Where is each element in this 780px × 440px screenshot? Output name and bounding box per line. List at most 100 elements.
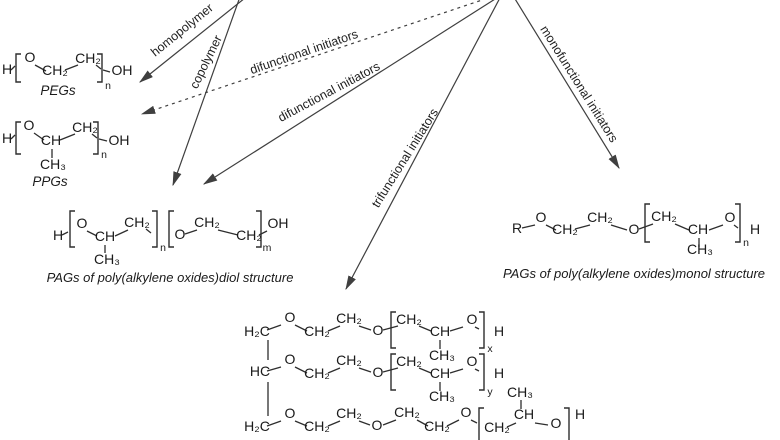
subscript-label: y bbox=[487, 386, 493, 398]
bracket bbox=[93, 121, 99, 155]
bond bbox=[418, 325, 432, 332]
atom-label: CH₃ bbox=[429, 347, 455, 363]
atom-label: O bbox=[372, 417, 383, 433]
atom-label: CH₂ bbox=[42, 62, 68, 78]
atom-label: O bbox=[536, 209, 547, 225]
bracket bbox=[15, 53, 21, 83]
bond bbox=[145, 228, 152, 234]
bond bbox=[638, 223, 654, 230]
atom-label: CH₂ bbox=[336, 310, 362, 326]
arrow-monofunctional bbox=[514, 0, 620, 170]
bracket bbox=[390, 311, 396, 349]
bond bbox=[708, 224, 724, 231]
arrow-trifunctional bbox=[345, 0, 500, 291]
bracket bbox=[256, 210, 262, 248]
bond bbox=[733, 224, 739, 229]
atom-label: CH₃ bbox=[40, 156, 66, 172]
bond bbox=[416, 419, 429, 427]
atom-label: CH₂ bbox=[124, 214, 150, 230]
bond bbox=[574, 224, 591, 230]
bracket bbox=[735, 203, 741, 243]
atom-label: CH₂ bbox=[72, 119, 98, 135]
bond bbox=[474, 368, 480, 372]
atom-label: CH₂ bbox=[587, 209, 613, 225]
atom-label: O bbox=[25, 49, 36, 65]
atom-label: CH₂ bbox=[552, 221, 578, 237]
atom-label: H bbox=[494, 365, 504, 381]
bracket bbox=[478, 407, 484, 440]
bond bbox=[10, 65, 16, 71]
atom-label: O bbox=[373, 322, 384, 338]
atom-label: HC bbox=[250, 363, 270, 379]
atom-label: H bbox=[575, 406, 585, 422]
bracket bbox=[97, 53, 103, 83]
atom-label: CH₂ bbox=[394, 404, 420, 420]
atom-label: CH₂ bbox=[75, 50, 101, 66]
pags-diol-structure: H O CH CH₃ CH₂ n O CH₂ CH₂ m OH bbox=[53, 210, 289, 267]
bond bbox=[470, 419, 478, 424]
atom-label: O bbox=[467, 353, 478, 369]
label-trifunctional: trifunctional initiators bbox=[368, 105, 442, 211]
bond bbox=[34, 64, 47, 72]
caption-diol: PAGs of poly(alkylene oxides)diol struct… bbox=[46, 270, 294, 285]
bond bbox=[184, 229, 198, 235]
atom-label: CH₂ bbox=[336, 405, 362, 421]
ppgs-structure: H O CH CH₃ CH₂ n OH PPGs bbox=[2, 117, 130, 189]
bond bbox=[449, 368, 464, 374]
bond bbox=[382, 325, 399, 331]
subscript-label: x bbox=[487, 343, 493, 355]
bracket bbox=[644, 203, 650, 243]
bond bbox=[358, 325, 372, 331]
atom-label: O bbox=[629, 221, 640, 237]
atom-label: O bbox=[467, 311, 478, 327]
atom-label: CH₃ bbox=[94, 251, 120, 267]
bond bbox=[418, 367, 432, 374]
atom-label: CH₃ bbox=[507, 384, 533, 400]
bond bbox=[446, 419, 460, 427]
label-difunctional-solid: difunctional initiators bbox=[275, 59, 383, 125]
atom-label: O bbox=[285, 351, 296, 367]
atom-label: O bbox=[77, 215, 88, 231]
subscript-label: m bbox=[263, 242, 272, 254]
atom-label: H₂C bbox=[244, 418, 270, 434]
bond bbox=[61, 231, 69, 236]
atom-label: CH bbox=[41, 132, 61, 148]
atom-label: H bbox=[494, 323, 504, 339]
bond bbox=[114, 229, 129, 237]
atom-label: CH₂ bbox=[304, 323, 330, 339]
label-monofunctional: monofunctional initiators bbox=[537, 23, 621, 145]
atom-label: OH bbox=[109, 132, 130, 148]
bond bbox=[33, 132, 45, 141]
bond bbox=[64, 64, 79, 71]
atom-label: CH₃ bbox=[429, 388, 455, 404]
atom-label: CH bbox=[430, 323, 450, 339]
bond bbox=[449, 326, 464, 332]
atom-label: CH bbox=[688, 221, 708, 237]
bond bbox=[98, 138, 108, 142]
bond bbox=[86, 230, 98, 237]
atom-label: CH₃ bbox=[687, 241, 713, 257]
bracket bbox=[69, 210, 75, 248]
bond bbox=[358, 367, 372, 373]
atom-label: H bbox=[750, 221, 760, 237]
atom-label: CH₂ bbox=[194, 214, 220, 230]
atom-label: O bbox=[285, 309, 296, 325]
bond bbox=[327, 420, 341, 427]
atom-label: O bbox=[24, 117, 35, 133]
bond bbox=[382, 419, 397, 426]
bond bbox=[545, 224, 557, 231]
atom-label: H bbox=[2, 61, 12, 77]
bond bbox=[266, 324, 282, 331]
atom-label: H bbox=[2, 130, 12, 146]
subscript-label: n bbox=[743, 237, 749, 249]
bond bbox=[382, 367, 399, 373]
subscript-label: n bbox=[105, 80, 111, 92]
bond bbox=[534, 422, 549, 426]
atom-label: CH₂ bbox=[396, 311, 422, 327]
bond bbox=[266, 366, 282, 372]
pags-monol-structure: R O CH₂ CH₂ O CH₂ CH CH₃ O n H bbox=[512, 203, 760, 257]
bond bbox=[217, 229, 239, 236]
atom-label: CH₂ bbox=[304, 365, 330, 381]
atom-label: O bbox=[551, 415, 562, 431]
